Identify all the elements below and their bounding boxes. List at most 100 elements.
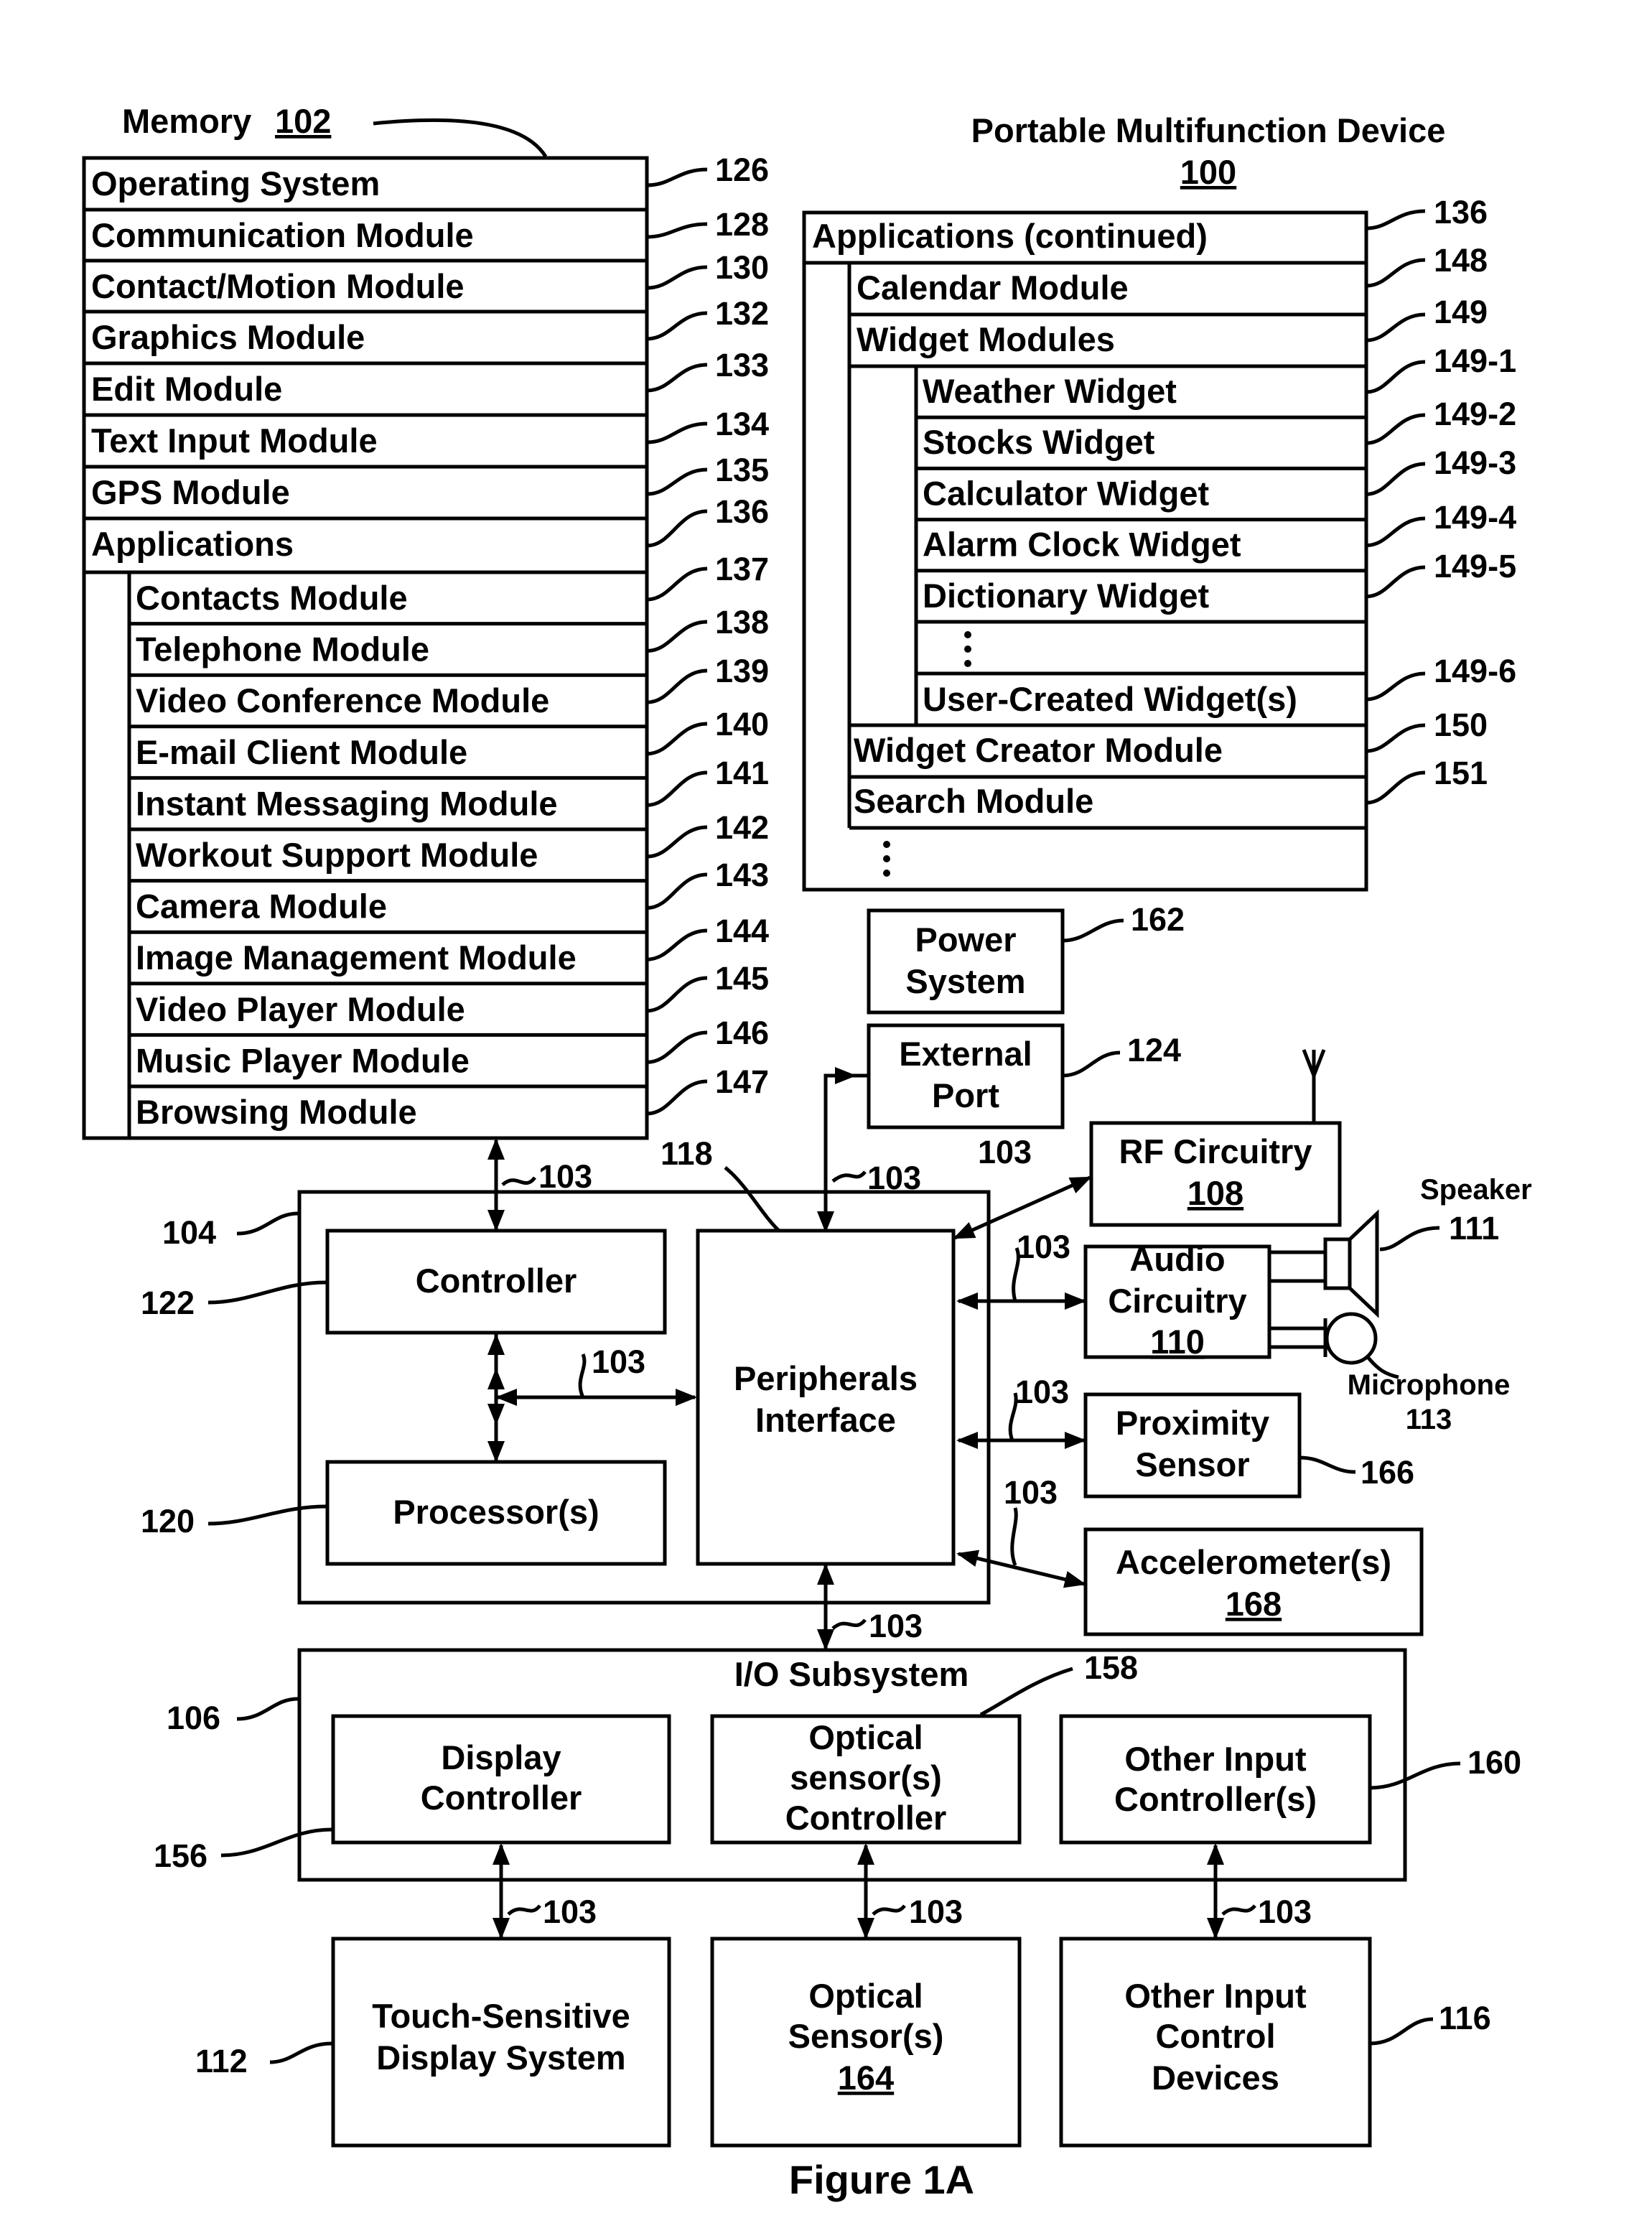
memory-leader bbox=[373, 120, 546, 157]
widget-row: Alarm Clock Widget bbox=[923, 526, 1241, 564]
application-row-ref: 143 bbox=[715, 857, 769, 893]
memory-row-ref: 136 bbox=[715, 493, 769, 530]
ref-external-port: 124 bbox=[1127, 1032, 1181, 1068]
application-row-ref: 145 bbox=[715, 960, 769, 997]
peripherals-interface-box bbox=[698, 1231, 953, 1564]
microphone-icon bbox=[1327, 1314, 1376, 1363]
bus-peripherals-accelerometer bbox=[958, 1554, 1084, 1584]
widget-row: Calculator Widget bbox=[923, 474, 1209, 512]
bus-ref-io: 103 bbox=[869, 1608, 923, 1644]
optical-controller-line2: sensor(s) bbox=[790, 1758, 942, 1797]
application-row-ref: 139 bbox=[715, 653, 769, 689]
ref-search: 151 bbox=[1434, 755, 1488, 791]
ref-io: 106 bbox=[167, 1700, 220, 1736]
calendar-module: Calendar Module bbox=[857, 269, 1129, 307]
ref-chip: 104 bbox=[162, 1214, 216, 1251]
application-row: Workout Support Module bbox=[136, 836, 538, 874]
ref-other-input-devices: 116 bbox=[1439, 2000, 1491, 2036]
application-row-ref: 142 bbox=[715, 809, 769, 846]
io-title: I/O Subsystem bbox=[734, 1655, 969, 1693]
ref-calendar: 148 bbox=[1434, 242, 1488, 279]
memory-row: Edit Module bbox=[91, 370, 282, 408]
optical-controller-line3: Controller bbox=[785, 1799, 947, 1837]
bus-ref-other-input: 103 bbox=[1258, 1893, 1312, 1930]
ref-apps-continued: 136 bbox=[1434, 194, 1488, 230]
memory-row: Applications bbox=[91, 525, 294, 563]
ref-widget-creator: 150 bbox=[1434, 707, 1488, 743]
ref-proximity: 166 bbox=[1361, 1454, 1414, 1491]
application-row-ref: 146 bbox=[715, 1015, 769, 1051]
widget-row-ref: 149-3 bbox=[1434, 444, 1516, 481]
search-module: Search Module bbox=[854, 782, 1093, 820]
accelerometer-line1: Accelerometer(s) bbox=[1116, 1543, 1391, 1581]
optical-sensor-line2: Sensor(s) bbox=[788, 2017, 944, 2055]
other-input-controller-box bbox=[1061, 1716, 1370, 1842]
memory-row-ref: 133 bbox=[715, 347, 769, 383]
optical-sensor-line1: Optical bbox=[808, 1977, 923, 2015]
memory-row-ref: 135 bbox=[715, 452, 769, 488]
memory-row-ref: 134 bbox=[715, 406, 769, 442]
bus-ref-memory: 103 bbox=[538, 1158, 592, 1195]
ref-touch-display: 112 bbox=[195, 2043, 248, 2079]
application-row: Instant Messaging Module bbox=[136, 784, 558, 822]
memory-ref: 102 bbox=[275, 102, 331, 140]
memory-row-ref: 128 bbox=[715, 206, 769, 243]
external-port-line1: External bbox=[899, 1035, 1032, 1073]
processor-label: Processor(s) bbox=[393, 1493, 599, 1531]
widget-row: Dictionary Widget bbox=[923, 577, 1209, 615]
bus-ref-proximity: 103 bbox=[1015, 1374, 1069, 1410]
device-title: Portable Multifunction Device bbox=[971, 111, 1446, 149]
memory-row-ref: 132 bbox=[715, 295, 769, 332]
ref-processor: 120 bbox=[141, 1503, 195, 1539]
application-row: Camera Module bbox=[136, 887, 387, 926]
optical-sensor-ref: 164 bbox=[838, 2059, 894, 2097]
application-row-ref: 141 bbox=[715, 755, 769, 791]
peripherals-line2: Interface bbox=[755, 1401, 896, 1439]
widget-row-ref: 149-1 bbox=[1434, 343, 1516, 379]
power-line2: System bbox=[905, 962, 1025, 1000]
application-row: Telephone Module bbox=[136, 630, 429, 668]
widget-creator-module: Widget Creator Module bbox=[854, 731, 1223, 769]
external-port-line2: Port bbox=[932, 1076, 999, 1114]
speaker-icon bbox=[1325, 1239, 1350, 1288]
memory-row-ref: 126 bbox=[715, 152, 769, 188]
application-row-ref: 138 bbox=[715, 604, 769, 640]
other-input-devices-line1: Other Input bbox=[1124, 1977, 1307, 2015]
bus-ref-core: 103 bbox=[592, 1343, 645, 1380]
bus-extport-peripherals bbox=[826, 1076, 869, 1231]
application-row: Music Player Module bbox=[136, 1041, 470, 1079]
application-row-ref: 144 bbox=[715, 913, 769, 949]
bus-ref-rf: 103 bbox=[978, 1134, 1032, 1170]
accelerometer-ref: 168 bbox=[1226, 1585, 1282, 1623]
controller-label: Controller bbox=[416, 1262, 577, 1300]
memory-row: Text Input Module bbox=[91, 421, 378, 460]
display-controller-line1: Display bbox=[441, 1738, 561, 1776]
touch-display-line2: Display System bbox=[376, 2038, 625, 2077]
other-input-devices-line2: Control bbox=[1155, 2017, 1275, 2055]
memory-row: Communication Module bbox=[91, 216, 474, 254]
bus-ref-optical: 103 bbox=[909, 1893, 963, 1930]
widget-row: Weather Widget bbox=[923, 372, 1177, 410]
memory-row-ref: 130 bbox=[715, 249, 769, 286]
other-input-devices-line3: Devices bbox=[1152, 2059, 1279, 2097]
memory-row: Contact/Motion Module bbox=[91, 267, 465, 305]
ref-user-created-widget: 149-6 bbox=[1434, 653, 1516, 689]
application-row: E-mail Client Module bbox=[136, 733, 467, 771]
audio-ref: 110 bbox=[1150, 1323, 1205, 1361]
application-row: Video Player Module bbox=[136, 990, 465, 1028]
power-line1: Power bbox=[915, 921, 1016, 959]
widget-row-ref: 149-5 bbox=[1434, 548, 1516, 584]
ref-microphone: 113 bbox=[1406, 1404, 1452, 1435]
application-row-ref: 140 bbox=[715, 706, 769, 742]
display-controller-line2: Controller bbox=[421, 1779, 582, 1817]
ref-peripherals: 118 bbox=[661, 1135, 713, 1172]
other-input-controller-line1: Other Input bbox=[1124, 1740, 1307, 1778]
ref-speaker: 111 bbox=[1449, 1210, 1499, 1247]
touch-display-line1: Touch-Sensitive bbox=[372, 1997, 630, 2035]
apps-continued-title: Applications (continued) bbox=[812, 217, 1208, 255]
rf-ref: 108 bbox=[1187, 1174, 1243, 1212]
microphone-label: Microphone bbox=[1348, 1369, 1511, 1401]
application-row: Browsing Module bbox=[136, 1093, 417, 1131]
peripherals-line1: Peripherals bbox=[734, 1359, 918, 1397]
